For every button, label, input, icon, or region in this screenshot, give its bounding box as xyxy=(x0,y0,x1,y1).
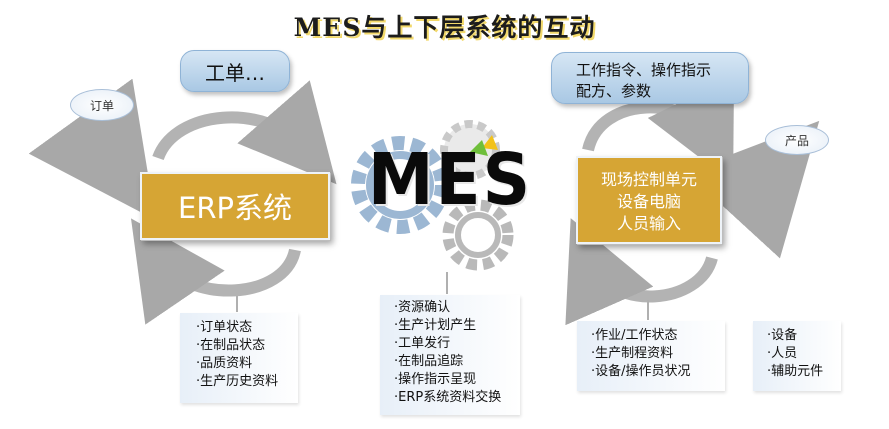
field-box-line-3: 人员输入 xyxy=(616,214,681,233)
instruction-bubble: 工作指令、操作指示 配方、参数 xyxy=(551,52,749,104)
field-box-line-2: 设备电脑 xyxy=(616,192,681,211)
product-ellipse: 产品 xyxy=(765,125,829,155)
list-item: 生产计划产生 xyxy=(394,317,520,335)
field-cycle-arrow-top xyxy=(582,75,734,184)
order-to-erp-arrow xyxy=(28,78,156,220)
field-box-line-1: 现场控制单元 xyxy=(600,170,697,189)
list-item: 生产制程资料 xyxy=(591,345,725,363)
erp-cycle-arrow-top xyxy=(152,80,337,185)
field-to-product-arrow xyxy=(685,120,820,259)
erp-cycle-arrow-bottom xyxy=(130,218,301,325)
field-cycle-arrow-bottom xyxy=(565,218,718,326)
mes-function-list: 资源确认 生产计划产生 工单发行 在制品追踪 操作指示呈现 ERP系统资料交换 xyxy=(380,295,520,415)
field-control-box: 现场控制单元 设备电脑 人员输入 xyxy=(576,156,722,244)
list-item: 操作指示呈现 xyxy=(394,371,520,389)
work-status-list: 作业/工作状态 生产制程资料 设备/操作员状况 xyxy=(577,321,725,391)
instruction-line-2: 配方、参数 xyxy=(576,82,652,100)
mes-logo-text: MES xyxy=(367,137,533,222)
list-item: 订单状态 xyxy=(196,319,298,337)
list-item: ERP系统资料交换 xyxy=(394,389,520,407)
list-item: 设备/操作员状况 xyxy=(591,363,725,381)
list-item: 人员 xyxy=(767,345,841,363)
list-item: 生产历史资料 xyxy=(196,373,298,391)
list-item: 作业/工作状态 xyxy=(591,327,725,345)
list-item: 在制品状态 xyxy=(196,337,298,355)
order-ellipse: 订单 xyxy=(70,89,134,121)
gear-large-icon xyxy=(351,136,449,234)
list-item: 工单发行 xyxy=(394,335,520,353)
work-order-bubble: 工单… xyxy=(180,50,290,92)
list-item: 资源确认 xyxy=(394,299,520,317)
page-title: MES与上下层系统的互动 xyxy=(293,13,596,42)
erp-feedback-list: 订单状态 在制品状态 品质资料 生产历史资料 xyxy=(180,313,298,403)
list-item: 辅助元件 xyxy=(767,363,841,381)
list-item: 在制品追踪 xyxy=(394,353,520,371)
equipment-list: 设备 人员 辅助元件 xyxy=(753,321,841,391)
gear-top-icon xyxy=(440,120,500,180)
instruction-line-1: 工作指令、操作指示 xyxy=(576,61,712,79)
gear-medium-icon xyxy=(442,199,514,271)
list-item: 品质资料 xyxy=(196,355,298,373)
list-item: 设备 xyxy=(767,327,841,345)
erp-system-box: ERP系统 xyxy=(140,172,330,240)
